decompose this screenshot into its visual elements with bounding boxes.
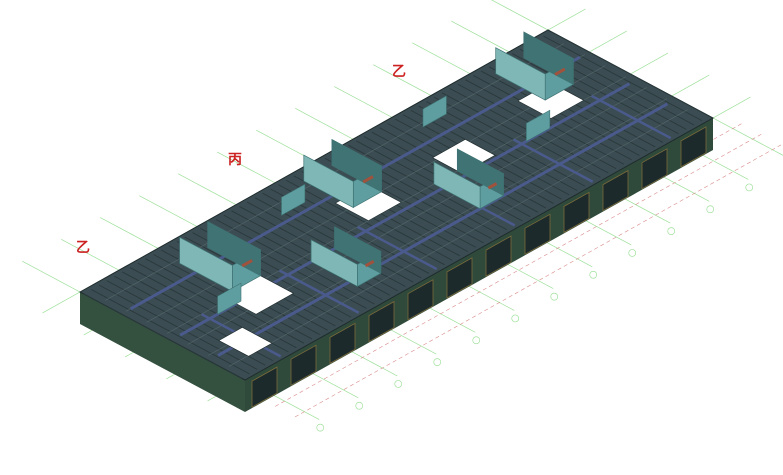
facade-opening xyxy=(602,169,629,212)
core-wall-side xyxy=(310,239,358,287)
facade-opening xyxy=(290,344,317,386)
partition-wall xyxy=(281,183,306,216)
grid-bubble xyxy=(706,205,715,214)
zone-label-right: 乙 xyxy=(392,64,406,80)
zone-label-left: 乙 xyxy=(76,240,90,256)
beam xyxy=(217,102,669,357)
facade-opening xyxy=(329,322,356,365)
grid-bubble xyxy=(433,358,442,366)
grid-bubble xyxy=(550,292,559,301)
grid-bubble xyxy=(667,227,676,235)
facade-opening xyxy=(524,213,551,255)
slab-line xyxy=(228,109,688,367)
zone-label-middle: 丙 xyxy=(228,152,242,168)
zone-labels: 乙 丙 乙 xyxy=(76,64,406,256)
core-wall-side xyxy=(303,154,354,209)
facade-opening xyxy=(407,279,434,321)
partition-wall xyxy=(422,95,447,128)
stair-flight xyxy=(364,259,375,268)
shear-walls xyxy=(179,31,574,315)
partition-wall xyxy=(217,282,242,315)
core-wall-side xyxy=(179,236,233,292)
facade-opening xyxy=(485,235,512,277)
beam xyxy=(356,225,438,271)
grid-bubble xyxy=(394,380,403,388)
dimension-line xyxy=(275,133,763,407)
core-wall-side xyxy=(433,161,481,210)
grid-bubble xyxy=(745,183,754,192)
facade-opening xyxy=(680,126,707,168)
stair-flight xyxy=(241,259,253,268)
grid-bubble xyxy=(589,270,598,279)
beam xyxy=(512,138,594,183)
beam xyxy=(590,94,672,140)
beam xyxy=(278,269,360,314)
grid-bubble xyxy=(472,336,481,345)
dimension-line xyxy=(294,144,782,418)
slab-line xyxy=(208,98,668,356)
stair-flight xyxy=(554,67,566,76)
stair-flight xyxy=(362,175,374,184)
slab-opening xyxy=(218,327,273,357)
joist-line xyxy=(551,31,710,117)
grid-bubble xyxy=(355,401,364,410)
core-wall-side xyxy=(495,47,546,101)
facade-opening xyxy=(251,366,278,408)
grid-bubble xyxy=(511,314,520,323)
facade-opening xyxy=(446,257,473,299)
front-facade xyxy=(245,118,713,412)
grid-bubble xyxy=(316,423,325,432)
grid-bubble xyxy=(628,249,637,257)
stair-flight xyxy=(487,182,498,190)
partition-wall xyxy=(526,109,551,142)
facade-opening xyxy=(563,191,590,234)
facade-opening xyxy=(368,300,395,343)
facade-opening xyxy=(641,148,668,190)
floor-slab-structure xyxy=(78,29,715,412)
joist-line xyxy=(83,293,242,379)
side-facade xyxy=(80,292,245,412)
